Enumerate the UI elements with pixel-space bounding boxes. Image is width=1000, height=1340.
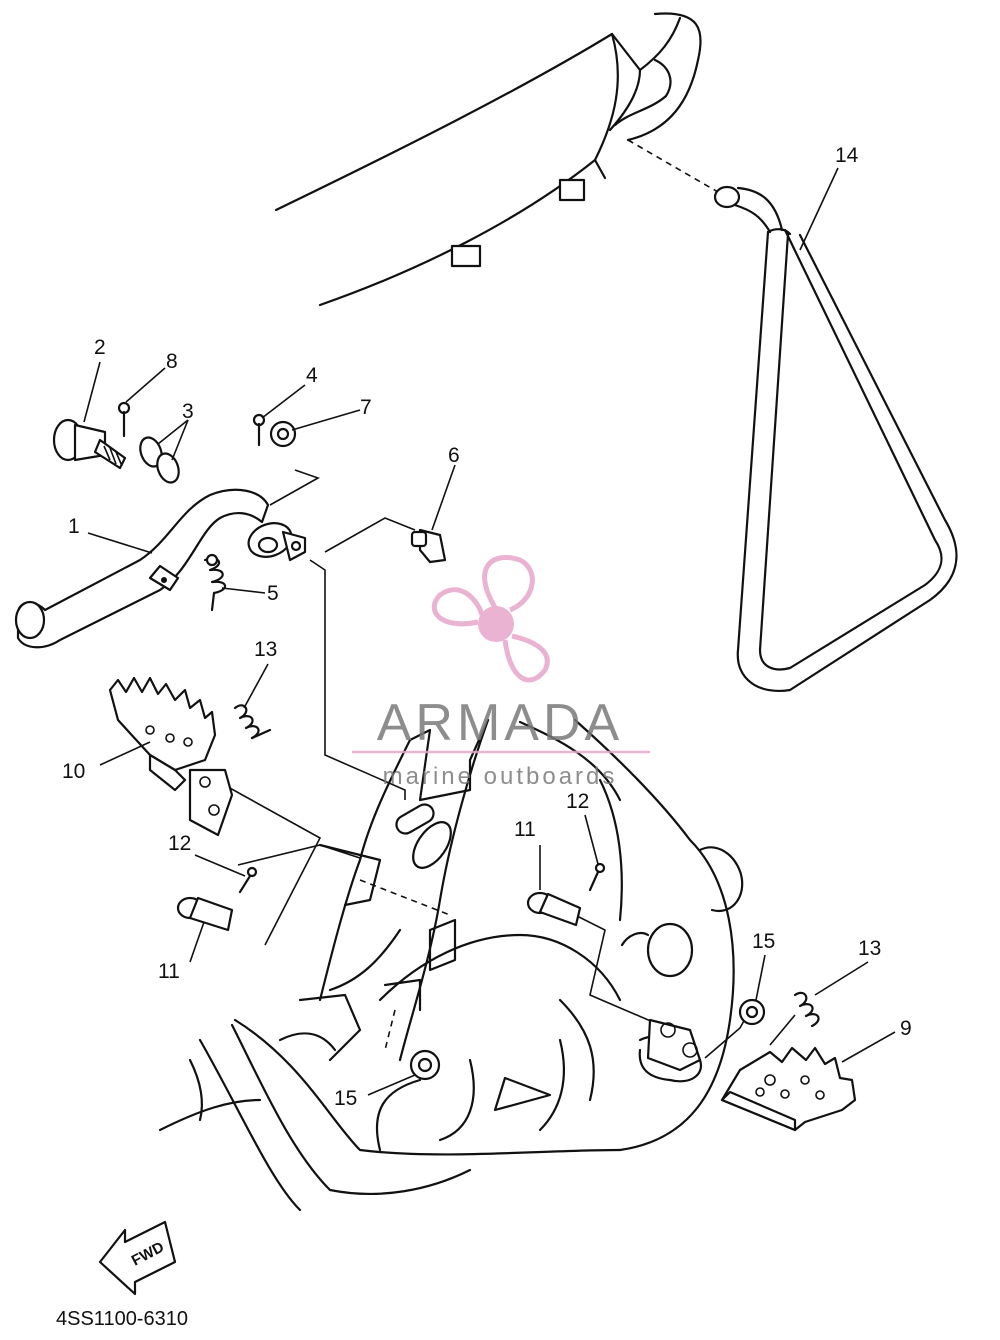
callout-5: 5: [267, 582, 279, 605]
spring-13-left[interactable]: [233, 704, 272, 740]
callout-leaders: [83, 167, 896, 1096]
fwd-arrow-icon: FWD: [98, 1220, 177, 1296]
right-footrest-9[interactable]: [720, 1046, 857, 1132]
callout-4: 4: [306, 364, 318, 387]
plug-6[interactable]: [410, 528, 447, 564]
assembly-lines: [227, 469, 796, 1059]
o-rings-3[interactable]: [136, 434, 182, 485]
propeller-logo-icon: [431, 554, 550, 683]
callout-12-left: 12: [168, 832, 191, 855]
frame-outline: [158, 718, 744, 1212]
callout-15-left: 15: [334, 1087, 357, 1110]
collar-15-left[interactable]: [409, 1049, 441, 1081]
callout-13-left: 13: [254, 638, 277, 661]
brand-name: ARMADA: [377, 694, 623, 752]
right-footrest-bracket: [646, 1018, 702, 1072]
collar-15-right[interactable]: [738, 998, 766, 1026]
rear-stand-14[interactable]: [627, 139, 958, 693]
callout-7: 7: [360, 396, 372, 419]
spring-13-right[interactable]: [793, 991, 820, 1028]
callout-10: 10: [62, 760, 85, 783]
cotter-pin-4[interactable]: [252, 413, 266, 447]
callout-15-right: 15: [752, 930, 775, 953]
callout-6: 6: [448, 444, 460, 467]
washer-7[interactable]: [269, 420, 297, 448]
cotter-pin-8[interactable]: [117, 401, 131, 438]
pin-11-right[interactable]: [526, 891, 582, 927]
callout-12-right: 12: [566, 790, 589, 813]
spring-5[interactable]: [203, 553, 227, 612]
callout-labels: 2 8 3 4 7 6 1 5 13 10 12 11 11 12 14 15 …: [62, 144, 912, 1110]
callout-11-right: 11: [514, 818, 536, 841]
pin-11-left[interactable]: [176, 896, 234, 932]
left-footrest-10[interactable]: [108, 676, 234, 837]
callout-3: 3: [182, 400, 194, 423]
callout-9: 9: [900, 1017, 912, 1040]
drawing-code: 4SS1100-6310: [56, 1308, 188, 1330]
brand-tagline: marine outboards: [383, 763, 618, 790]
brake-pedal-1[interactable]: [14, 488, 307, 649]
rear-fender-outline: [274, 12, 702, 307]
armada-watermark: ARMADA marine outboards: [352, 554, 650, 790]
pin-12-left[interactable]: [238, 866, 258, 894]
callout-8: 8: [166, 350, 178, 373]
callout-11-left: 11: [158, 960, 180, 983]
callout-13-right: 13: [858, 937, 881, 960]
pin-12-right[interactable]: [588, 862, 606, 892]
callout-1: 1: [68, 515, 80, 538]
pivot-bolt-2[interactable]: [52, 418, 127, 470]
callout-14: 14: [835, 144, 859, 167]
callout-2: 2: [94, 336, 106, 359]
